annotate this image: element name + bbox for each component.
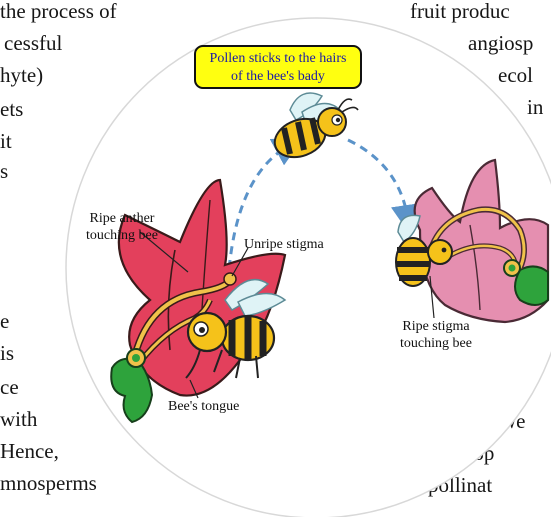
label-ripe-stigma-line2: touching bee <box>384 335 488 352</box>
label-bees-tongue: Bee's tongue <box>168 398 239 415</box>
callout-line-2: of the bee's bady <box>196 68 360 86</box>
label-ripe-stigma: Ripe stigma touching bee <box>384 318 488 352</box>
label-ripe-anther: Ripe anther touching bee <box>70 210 174 244</box>
callout-line-1: Pollen sticks to the hairs <box>196 50 360 68</box>
right-leaf <box>515 266 548 305</box>
label-unripe-stigma: Unripe stigma <box>244 236 324 253</box>
pollen-callout: Pollen sticks to the hairs of the bee's … <box>194 45 362 89</box>
label-ripe-anther-line1: Ripe anther <box>70 210 174 227</box>
label-ripe-stigma-line1: Ripe stigma <box>384 318 488 335</box>
label-ripe-anther-line2: touching bee <box>70 227 174 244</box>
